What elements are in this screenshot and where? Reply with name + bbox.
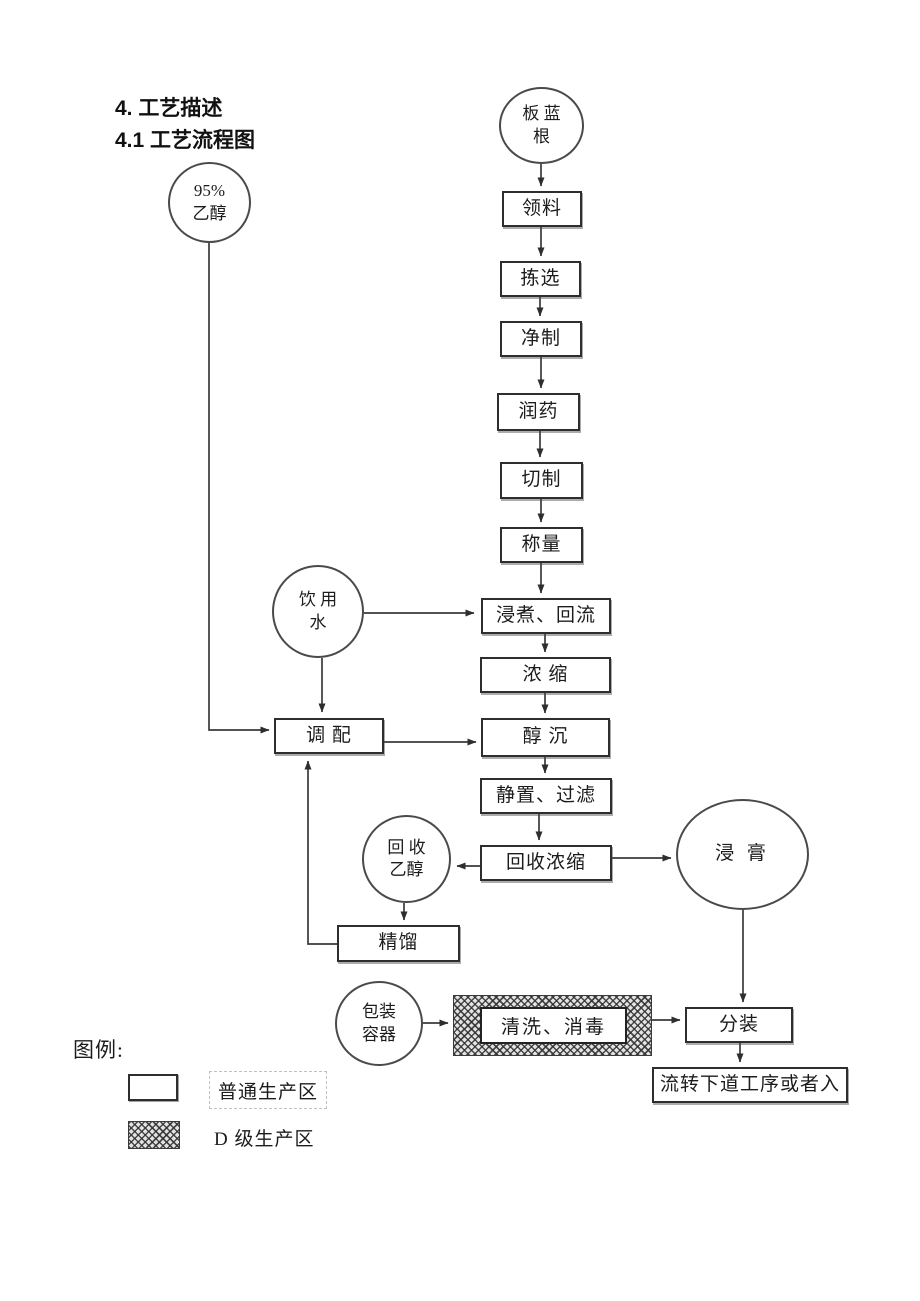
node-ethanol-95: 95% 乙醇 (168, 162, 251, 243)
node-jingzhi: 净制 (500, 321, 582, 357)
node-extract: 浸 膏 (676, 799, 809, 910)
node-chengliang: 称量 (500, 527, 583, 563)
node-jingzhi-guolv: 静置、过滤 (480, 778, 612, 814)
node-qingxi-xiaodu: 清洗、消毒 (480, 1007, 627, 1044)
arrow-ethanol95-tiaopei (208, 243, 270, 734)
node-recovered-ethanol: 回 收 乙醇 (362, 815, 451, 903)
node-liuzhuan: 流转下道工序或者入 (652, 1067, 848, 1103)
node-fenzhuang: 分装 (685, 1007, 793, 1043)
node-jianxuan: 拣选 (500, 261, 581, 297)
legend-label-d-zone: D 级生产区 (214, 1129, 315, 1150)
arrow-jingliu-tiaopei (304, 760, 337, 945)
legend-swatch-d-zone (128, 1121, 180, 1149)
node-qiezhi: 切制 (500, 462, 583, 499)
node-jingliu: 精馏 (337, 925, 460, 962)
legend-heading: 图例: (73, 1038, 124, 1062)
node-chunchen: 醇 沉 (481, 718, 610, 757)
section-title: 4. 工艺描述 (115, 97, 223, 120)
node-qingxi-dzone: 清洗、消毒 (453, 995, 652, 1056)
node-huishou-nongsuo: 回收浓缩 (480, 845, 612, 881)
node-runyao: 润药 (497, 393, 580, 431)
node-tiaopei: 调 配 (274, 718, 384, 754)
node-lingliao: 领料 (502, 191, 582, 227)
legend-label-normal-zone: 普通生产区 (209, 1071, 327, 1109)
node-jinzhu-huiliu: 浸煮、回流 (481, 598, 611, 634)
node-nongsuo: 浓 缩 (480, 657, 611, 693)
node-banlangen: 板 蓝 根 (499, 87, 584, 164)
node-drinking-water: 饮 用 水 (272, 565, 364, 658)
node-packaging-container: 包装 容器 (335, 981, 423, 1066)
subsection-title: 4.1 工艺流程图 (115, 129, 256, 152)
legend-swatch-normal-zone (128, 1074, 178, 1101)
